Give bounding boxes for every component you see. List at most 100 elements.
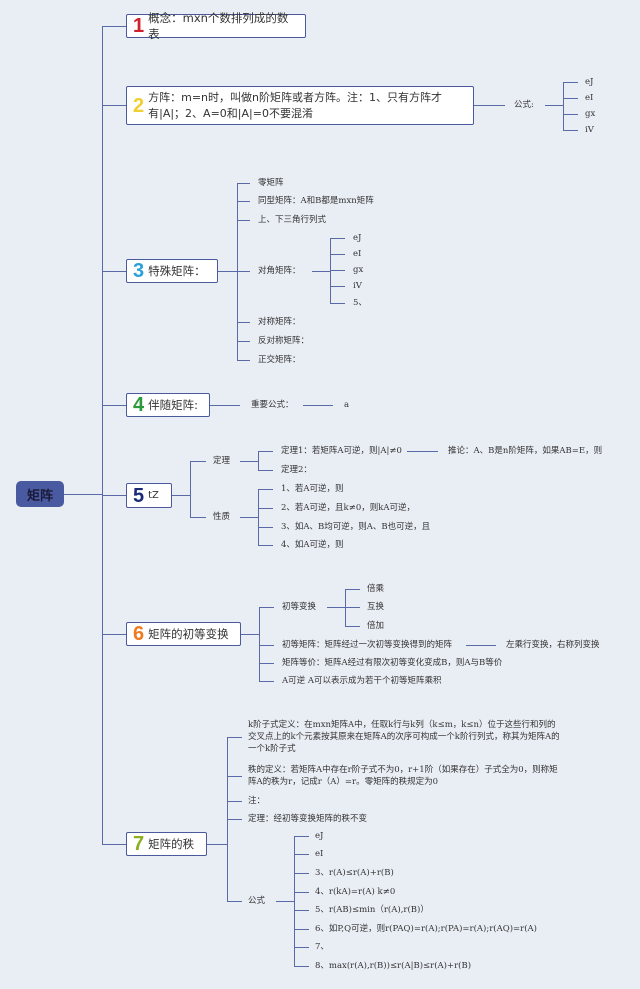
list-item[interactable]: 定理 [213, 456, 231, 466]
list-item[interactable]: 倍乘 [367, 584, 385, 594]
list-item[interactable]: 推论：A、B是n阶矩阵，如果AB=E，则 [448, 446, 603, 456]
connector-line [563, 130, 578, 131]
connector-line [294, 836, 309, 837]
list-item[interactable]: eJ [353, 233, 362, 243]
list-item[interactable]: eJ [585, 77, 594, 87]
list-item[interactable]: 5、 [353, 298, 367, 308]
connector-line [102, 105, 126, 106]
connector-line [64, 494, 102, 495]
list-item[interactable]: gx [585, 109, 596, 119]
list-item[interactable]: iV [353, 281, 362, 291]
list-item[interactable]: A可逆 A可以表示成为若干个初等矩阵乘积 [282, 676, 442, 686]
list-item[interactable]: 公式 [248, 896, 266, 906]
node-special-matrices[interactable]: 3 特殊矩阵： [126, 259, 218, 283]
list-item[interactable]: 同型矩阵：A和B都是mxn矩阵 [258, 196, 374, 206]
node-concept[interactable]: 1 概念：mxn个数排列成的数表 [126, 11, 306, 41]
list-item[interactable]: 对角矩阵： [258, 266, 301, 276]
connector-line [259, 681, 274, 682]
connector-line [102, 26, 103, 845]
list-item[interactable]: 对称矩阵： [258, 317, 301, 327]
connector-line [102, 271, 126, 272]
connector-line [102, 495, 126, 496]
node-square-matrix[interactable]: 2 方阵：m=n时，叫做n阶矩阵或者方阵。注：1、只有方阵才有|A|；2、A=0… [126, 86, 474, 125]
list-item[interactable]: 反对称矩阵： [258, 336, 310, 346]
list-item[interactable]: 初等变换 [282, 602, 317, 612]
list-item[interactable]: 重要公式： [251, 400, 294, 410]
node-rank[interactable]: 7 矩阵的秩 [126, 832, 207, 856]
connector-line [237, 183, 250, 184]
list-item[interactable]: 3、如A、B均可逆，则A、B也可逆，且 [281, 522, 431, 532]
list-item[interactable]: eI [315, 849, 324, 859]
list-item[interactable]: iV [585, 125, 594, 135]
list-item[interactable]: 定理1：若矩阵A可逆，则|A|≠0 [281, 446, 402, 456]
list-item[interactable]: 矩阵等价：矩阵A经过有限次初等变化变成B，则A与B等价 [282, 658, 503, 668]
connector-line [294, 873, 309, 874]
node-elementary-transform[interactable]: 6 矩阵的初等变换 [126, 622, 241, 646]
connector-line [407, 451, 438, 452]
list-item[interactable]: 8、max(r(A),r(B))≤r(A|B)≤r(A)+r(B) [315, 961, 472, 971]
node-label: 特殊矩阵： [148, 264, 206, 278]
list-item[interactable]: 4、r(kA)=r(A) k≠0 [315, 887, 396, 897]
connector-line [237, 322, 250, 323]
list-item[interactable]: 互换 [367, 602, 385, 612]
connector-line [258, 451, 259, 471]
connector-line [563, 82, 578, 83]
list-item[interactable]: 2、若A可逆，且k≠0，则kA可逆， [281, 503, 416, 513]
list-item[interactable]: a [344, 400, 350, 410]
connector-line [258, 470, 273, 471]
list-item[interactable]: gx [353, 265, 364, 275]
formula-label[interactable]: 公式: [514, 100, 534, 110]
connector-line [237, 360, 250, 361]
list-item[interactable]: 定理：经初等变换矩阵的秩不变 [248, 814, 368, 824]
node-inverse[interactable]: 5 tZ [126, 483, 172, 508]
list-item[interactable]: k阶子式定义：在mxn矩阵A中，任取k行与k列（k≤m，k≤n）位于这些行和列的… [248, 720, 560, 754]
list-item[interactable]: 倍加 [367, 621, 385, 631]
list-item[interactable]: 初等矩阵：矩阵经过一次初等变换得到的矩阵 [282, 640, 453, 650]
list-item[interactable]: 3、r(A)≤r(A)+r(B) [315, 868, 394, 878]
connector-line [237, 183, 238, 361]
list-item[interactable]: 上、下三角行列式 [258, 215, 327, 225]
node-number: 6 [133, 623, 145, 645]
list-item[interactable]: eI [585, 93, 594, 103]
connector-line [345, 589, 346, 627]
root-node[interactable]: 矩阵 [16, 481, 64, 507]
connector-line [240, 461, 258, 462]
connector-line [259, 607, 274, 608]
list-item[interactable]: eI [353, 249, 362, 259]
node-number: 7 [133, 833, 145, 855]
connector-line [563, 98, 578, 99]
list-item[interactable]: 4、如A可逆，则 [281, 540, 344, 550]
connector-line [330, 238, 331, 304]
list-item[interactable]: 正交矩阵： [258, 355, 301, 365]
connector-line [172, 495, 190, 496]
list-item[interactable]: 秩的定义：若矩阵A中存在r阶子式不为0，r+1阶（如果存在）子式全为0，则称矩阵… [248, 765, 558, 787]
node-number: 5 [133, 484, 145, 507]
connector-line [294, 892, 309, 893]
connector-line [466, 645, 496, 646]
connector-line [258, 527, 273, 528]
list-item[interactable]: eJ [315, 831, 324, 841]
connector-line [259, 607, 260, 682]
list-item[interactable]: 6、如P,Q可逆，则r(PAQ)=r(A);r(PA)=r(A);r(AQ)=r… [315, 924, 537, 934]
node-label: 伴随矩阵: [148, 398, 198, 412]
connector-line [237, 201, 250, 202]
connector-line [345, 589, 360, 590]
connector-line [237, 220, 250, 221]
connector-line [258, 545, 273, 546]
connector-line [545, 105, 563, 106]
list-item[interactable]: 7、 [315, 942, 329, 952]
node-label: 概念：mxn个数排列成的数表 [148, 11, 289, 41]
list-item[interactable]: 注： [248, 796, 266, 806]
list-item[interactable]: 定理2： [281, 465, 312, 475]
connector-line [330, 238, 345, 239]
node-number: 3 [133, 260, 145, 282]
list-item[interactable]: 左乘行变换，右称列变换 [506, 640, 600, 650]
list-item[interactable]: 性质 [213, 512, 231, 522]
list-item[interactable]: 5、r(AB)≤min（r(A),r(B)） [315, 905, 429, 915]
connector-line [190, 517, 206, 518]
connector-line [294, 836, 295, 967]
connector-line [259, 663, 274, 664]
list-item[interactable]: 1、若A可逆，则 [281, 484, 344, 494]
node-adjugate[interactable]: 4 伴随矩阵: [126, 393, 210, 417]
list-item[interactable]: 零矩阵 [258, 178, 284, 188]
